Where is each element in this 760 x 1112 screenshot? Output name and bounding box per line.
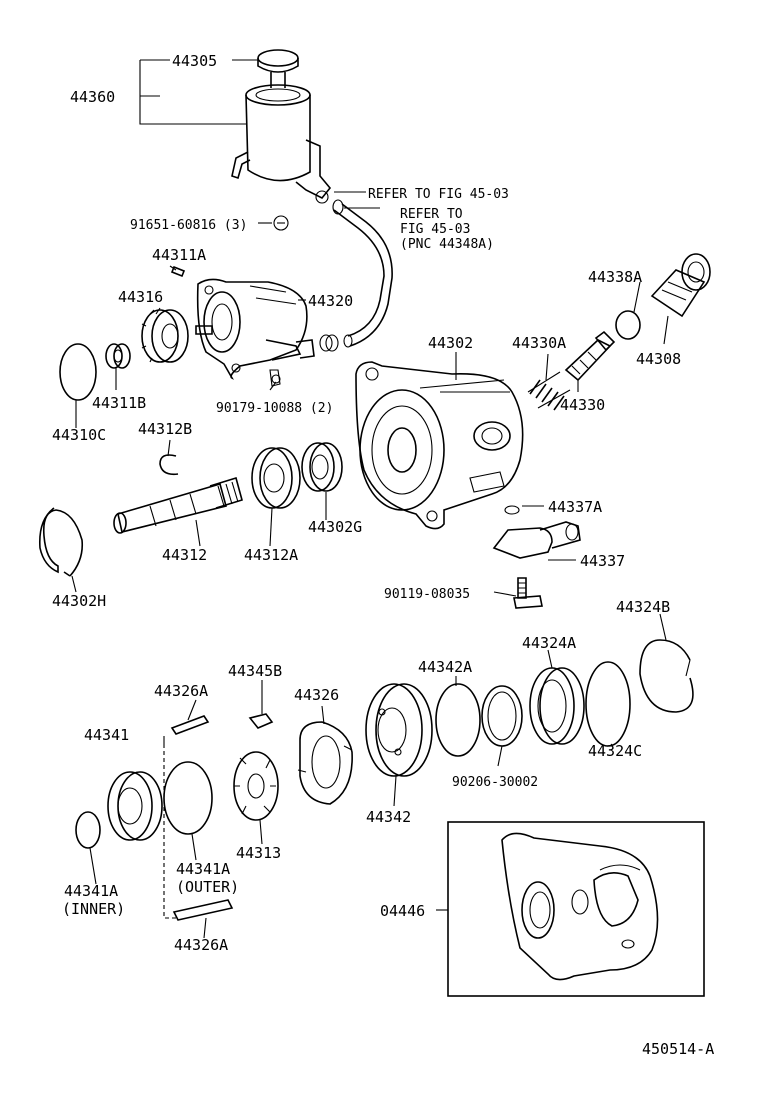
snap-ring-90206 — [481, 685, 523, 747]
flow-control-valve-44330 — [564, 330, 616, 382]
pin-44311A — [170, 265, 186, 278]
label-outer: (OUTER) — [176, 878, 239, 896]
label-44337A: 44337A — [548, 498, 602, 516]
leader-lines — [71, 59, 669, 939]
label-44338A: 44338A — [588, 268, 642, 286]
label-44311B: 44311B — [92, 394, 146, 412]
side-plate-44341 — [107, 771, 163, 841]
suction-port-44337 — [492, 521, 581, 559]
label-44326A-top: 44326A — [154, 682, 208, 700]
label-44330A: 44330A — [512, 334, 566, 352]
label-refer-to: REFER TO — [400, 207, 463, 222]
pin-44326A-bottom — [172, 899, 234, 921]
label-refer-fig-45-03: REFER TO FIG 45-03 — [368, 187, 509, 202]
pressure-plate-44342 — [365, 683, 433, 777]
front-housing-44302 — [355, 361, 524, 530]
snap-ring-44302H — [38, 507, 84, 577]
shaft-44312 — [113, 476, 243, 534]
vane-44345B — [248, 713, 274, 729]
cam-ring-44326 — [297, 721, 353, 805]
label-44341: 44341 — [84, 726, 129, 744]
seal-kit-box-04446 — [447, 821, 705, 997]
return-hose — [332, 199, 393, 348]
label-44324B: 44324B — [616, 598, 670, 616]
label-44341A-inner: 44341A — [64, 882, 118, 900]
pin-44326A-top — [170, 715, 210, 735]
label-44311A: 44311A — [152, 246, 206, 264]
union-fitting-44308 — [650, 253, 711, 318]
label-44308: 44308 — [636, 350, 681, 368]
label-91651: 91651-60816 (3) — [130, 218, 247, 233]
label-44337: 44337 — [580, 552, 625, 570]
pump-gear-44316 — [141, 309, 189, 363]
label-44312A: 44312A — [244, 546, 298, 564]
label-44305: 44305 — [172, 52, 217, 70]
end-plug-44324A — [529, 667, 585, 745]
small-parts-near-pump — [269, 334, 339, 387]
figure-id: 450514-A — [642, 1040, 714, 1058]
o-ring-44341A-inner — [75, 811, 101, 849]
label-inner: (INNER) — [62, 900, 125, 918]
o-ring-44310C — [59, 343, 97, 401]
label-44326: 44326 — [294, 686, 339, 704]
bolt-90119 — [513, 577, 543, 609]
o-ring-44337A — [504, 505, 520, 515]
label-44302: 44302 — [428, 334, 473, 352]
label-44320: 44320 — [308, 292, 353, 310]
bolt-91651 — [273, 215, 289, 231]
label-90206: 90206-30002 — [452, 775, 538, 790]
spring-44330A — [527, 371, 571, 411]
snap-ring-44312B — [159, 454, 179, 476]
label-44345B: 44345B — [228, 662, 282, 680]
snap-ring-44324B — [639, 639, 694, 713]
label-44313: 44313 — [236, 844, 281, 862]
label-44312B: 44312B — [138, 420, 192, 438]
label-44342: 44342 — [366, 808, 411, 826]
reservoir-cap-44305 — [257, 49, 299, 88]
label-44341A-outer: 44341A — [176, 860, 230, 878]
bearing-44312A — [251, 447, 301, 509]
label-44316: 44316 — [118, 288, 163, 306]
label-04446: 04446 — [380, 902, 425, 920]
label-44310C: 44310C — [52, 426, 106, 444]
label-44302H: 44302H — [52, 592, 106, 610]
label-44342A: 44342A — [418, 658, 472, 676]
bearing-44302G — [301, 442, 343, 492]
label-44312: 44312 — [162, 546, 207, 564]
label-90119: 90119-08035 — [384, 587, 470, 602]
label-44302G: 44302G — [308, 518, 362, 536]
pump-housing-44320 — [195, 278, 315, 380]
o-ring-44341A-outer — [163, 761, 213, 835]
label-44324A: 44324A — [522, 634, 576, 652]
rotor-44313 — [233, 751, 279, 821]
label-90179: 90179-10088 (2) — [216, 401, 333, 416]
label-44360: 44360 — [70, 88, 115, 106]
label-44330: 44330 — [560, 396, 605, 414]
o-ring-44338A — [615, 310, 641, 340]
o-ring-44324C — [585, 661, 631, 747]
label-44324C: 44324C — [588, 742, 642, 760]
o-ring-44342A — [435, 683, 481, 757]
reservoir-tank-44360 — [231, 84, 332, 204]
label-fig-45-03: FIG 45-03 — [400, 222, 470, 237]
needle-bearing-44311B — [105, 343, 131, 369]
part-labels: 44305 44360 REFER TO FIG 45-03 REFER TO … — [52, 52, 714, 1058]
label-44326A-bottom: 44326A — [174, 936, 228, 954]
label-pnc-44348A: (PNC 44348A) — [400, 237, 494, 252]
